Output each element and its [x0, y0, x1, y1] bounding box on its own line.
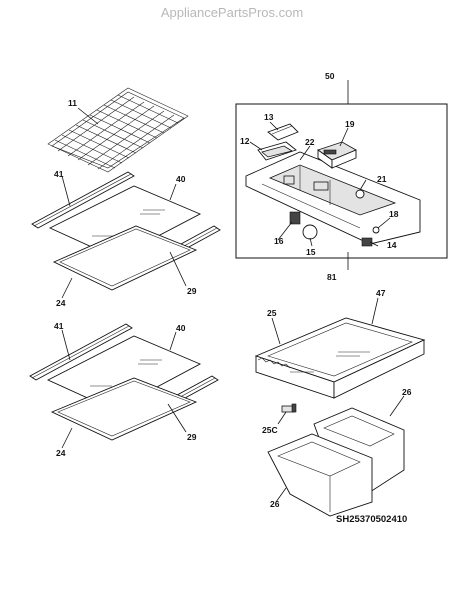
glass-shelf-set-upper — [31, 171, 221, 291]
leader-lines — [61, 80, 405, 503]
callout-19: 19 — [345, 119, 355, 129]
callout-40-lower: 40 — [176, 323, 186, 333]
callout-24-upper: 24 — [56, 298, 66, 308]
callout-29-upper: 29 — [187, 286, 197, 296]
callout-13: 13 — [264, 112, 274, 122]
wire-shelf — [47, 87, 189, 173]
crisper-cover — [254, 317, 426, 399]
callout-14: 14 — [387, 240, 397, 250]
callout-26-right: 26 — [402, 387, 412, 397]
callout-24-lower: 24 — [56, 448, 66, 458]
diagram-code: SH25370502410 — [336, 514, 408, 525]
callout-labels: 11 41 40 29 24 41 40 29 24 50 13 12 22 1… — [54, 71, 412, 509]
callout-25c: 25C — [262, 425, 278, 435]
callout-11: 11 — [68, 98, 77, 108]
callout-12: 12 — [240, 136, 250, 146]
callout-81: 81 — [327, 272, 337, 282]
callout-41-lower: 41 — [54, 321, 64, 331]
callout-47: 47 — [376, 288, 386, 298]
dispenser-assembly-box — [235, 103, 448, 270]
callout-18: 18 — [389, 209, 399, 219]
site-watermark: AppliancePartsPros.com — [160, 5, 304, 20]
callout-41-upper: 41 — [54, 169, 64, 179]
callout-21: 21 — [377, 174, 387, 184]
callout-25: 25 — [267, 308, 277, 318]
crisper-drawers — [267, 403, 405, 517]
callout-22: 22 — [305, 137, 315, 147]
callout-40-upper: 40 — [176, 174, 186, 184]
callout-50: 50 — [325, 71, 335, 81]
callout-29-lower: 29 — [187, 432, 197, 442]
callout-26-left: 26 — [270, 499, 280, 509]
glass-shelf-set-lower — [29, 323, 219, 441]
callout-15: 15 — [306, 247, 316, 257]
callout-16: 16 — [274, 236, 284, 246]
